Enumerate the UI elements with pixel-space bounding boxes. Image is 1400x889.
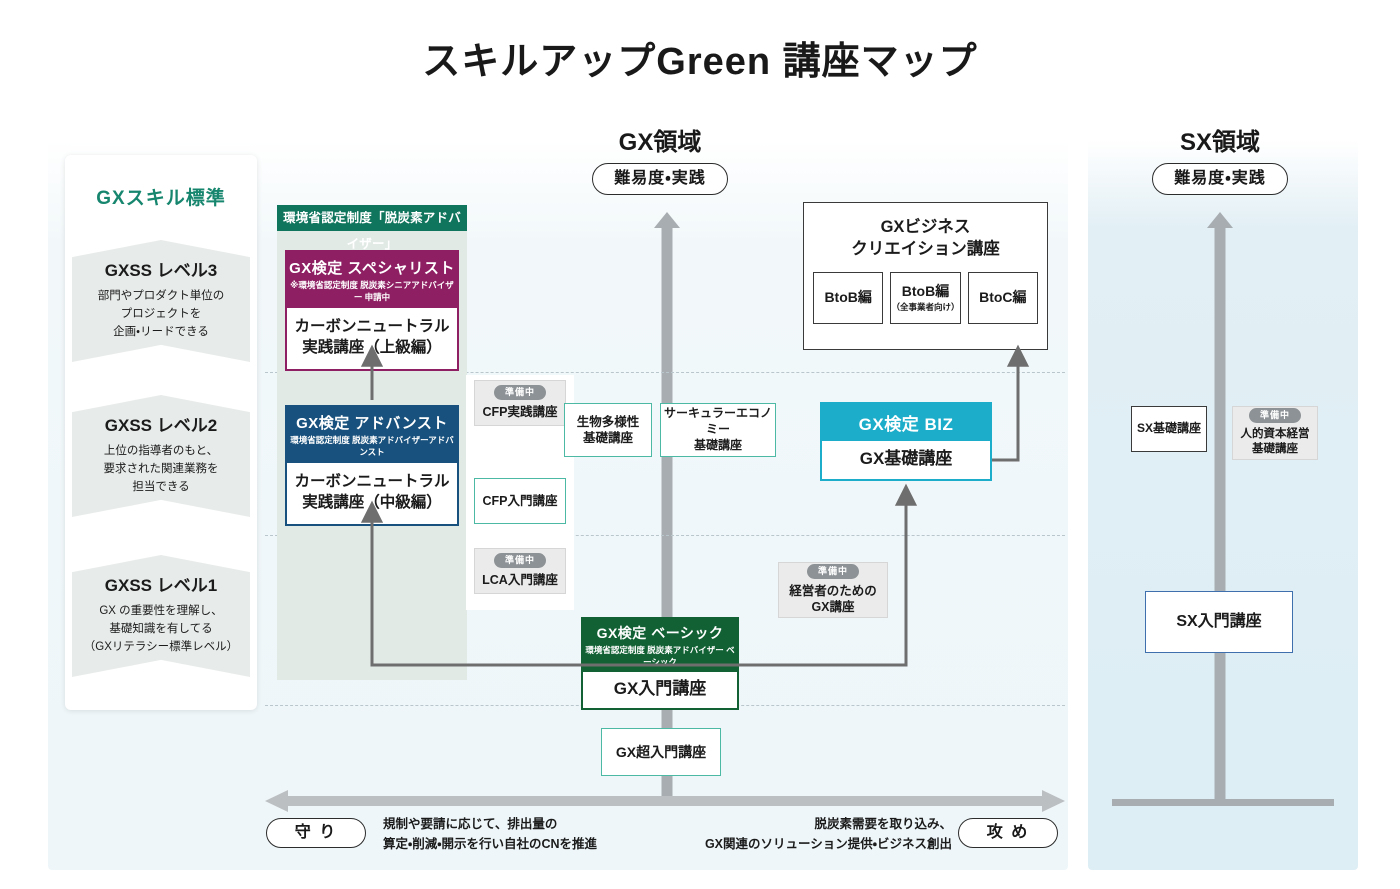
course-name: GX入門講座 xyxy=(583,672,737,708)
course-card-cn-advanced-middle[interactable]: GX検定 アドバンスト 環境省認定制度 脱炭素アドバイザーアドバンスト カーボン… xyxy=(285,405,459,526)
course-label: 人的資本経営基礎講座 xyxy=(1240,428,1310,456)
page-title: スキルアップGreen 講座マップ xyxy=(422,41,978,83)
axis-arrow-left-icon xyxy=(265,790,288,812)
axis-bar xyxy=(287,796,1043,806)
course-box-lca-intro[interactable]: 準備中 LCA入門講座 xyxy=(474,548,566,594)
course-label: CFP入門講座 xyxy=(482,493,558,508)
strategy-axis xyxy=(265,790,1065,812)
preparing-badge: 準備中 xyxy=(493,385,546,401)
course-box-gx-super-intro[interactable]: GX超入門講座 xyxy=(601,728,721,776)
moe-certification-band: 環境省認定制度「脱炭素アドバイザー」 xyxy=(277,205,467,251)
arrow-head-icon xyxy=(1207,212,1233,228)
exam-subnote: ※環境省認定制度 脱炭素シニアアドバイザー 申請中 xyxy=(290,280,454,302)
variant-sub: （全事業者向け） xyxy=(891,302,960,313)
course-title: GXビジネスクリエイション講座 xyxy=(851,218,1000,259)
chevron-shape-icon xyxy=(72,395,250,517)
course-box-sx-intro[interactable]: SX入門講座 xyxy=(1145,591,1293,653)
gx-difficulty-arrow xyxy=(654,212,680,804)
course-label: サーキュラーエコノミー基礎講座 xyxy=(663,406,772,452)
exam-label-advanced: GX検定 アドバンスト 環境省認定制度 脱炭素アドバイザーアドバンスト xyxy=(287,407,457,463)
arrow-shaft xyxy=(1214,225,1226,804)
variant-btoc[interactable]: BtoC編 xyxy=(967,271,1038,324)
skill-level-1-name: GXSS レベル1 xyxy=(104,576,218,595)
sx-difficulty-badge: 難易度・実践 xyxy=(1152,163,1288,195)
preparing-badge: 準備中 xyxy=(806,564,859,579)
skill-level-3-name: GXSS レベル3 xyxy=(104,261,218,280)
course-label: SX入門講座 xyxy=(1176,613,1262,631)
course-name: カーボンニュートラル実践講座（中級編） xyxy=(287,463,457,524)
sx-domain-header: SX領域 xyxy=(1179,129,1260,156)
variant-label: BtoC編 xyxy=(979,289,1027,306)
axis-note-defense: 規制や要請に応じて、排出量の算定・削減・開示を行い自社のCNを推進 xyxy=(383,817,598,851)
preparing-badge: 準備中 xyxy=(493,553,546,569)
course-label: LCA入門講座 xyxy=(482,573,558,588)
course-label: CFP実践講座 xyxy=(482,405,558,420)
exam-label-biz: GX検定 BIZ xyxy=(822,404,990,441)
level-divider-2-1 xyxy=(265,535,1065,536)
course-box-circular-economy[interactable]: サーキュラーエコノミー基礎講座 xyxy=(660,403,776,457)
gx-difficulty-badge: 難易度・実践 xyxy=(592,163,728,195)
axis-pill-offense: 攻 め xyxy=(958,818,1058,848)
sx-difficulty-arrow xyxy=(1207,212,1233,804)
variant-label: BtoB編 xyxy=(824,289,872,306)
sx-baseline xyxy=(1112,799,1334,806)
level-divider-3-2 xyxy=(265,372,1065,373)
course-box-sx-human-capital[interactable]: 準備中 人的資本経営基礎講座 xyxy=(1232,406,1318,460)
axis-arrow-right-icon xyxy=(1042,790,1065,812)
axis-note-offense: 脱炭素需要を取り込み、GX関連のソリューション提供・ビジネス創出 xyxy=(704,817,952,851)
preparing-badge: 準備中 xyxy=(1248,408,1301,424)
exam-name: GX検定 アドバンスト xyxy=(296,415,448,432)
course-card-gx-business-creation[interactable]: GXビジネスクリエイション講座 BtoB編 BtoB編 （全事業者向け） Bto… xyxy=(803,202,1048,350)
arrow-shaft xyxy=(661,225,673,804)
course-box-sx-basic[interactable]: SX基礎講座 xyxy=(1131,406,1207,452)
course-box-cfp-intro[interactable]: CFP入門講座 xyxy=(474,478,566,524)
skill-level-2-name: GXSS レベル2 xyxy=(104,416,218,435)
gx-skill-standard-title: GXスキル標準 xyxy=(96,188,226,209)
chevron-shape-icon xyxy=(72,555,250,677)
exam-label-specialist: GX検定 スペシャリスト ※環境省認定制度 脱炭素シニアアドバイザー 申請中 xyxy=(287,252,457,308)
skill-level-2: GXSS レベル2 上位の指導者のもと、要求された関連業務を担当できる xyxy=(72,395,250,517)
skill-level-3-desc: 部門やプロダクト単位のプロジェクトを企画・リードできる xyxy=(97,290,225,338)
skill-level-3: GXSS レベル3 部門やプロダクト単位のプロジェクトを企画・リードできる xyxy=(72,240,250,362)
exam-subnote: 環境省認定制度 脱炭素アドバイザー ベーシック xyxy=(585,645,735,667)
skill-level-1: GXSS レベル1 GX の重要性を理解し、基礎知識を有してる（GXリテラシー標… xyxy=(72,555,250,677)
arrow-head-icon xyxy=(654,212,680,228)
exam-name: GX検定 ベーシック xyxy=(596,625,724,641)
course-label: SX基礎講座 xyxy=(1136,421,1201,436)
variant-btob[interactable]: BtoB編 xyxy=(813,271,884,324)
course-variant-row: BtoB編 BtoB編 （全事業者向け） BtoC編 xyxy=(804,261,1047,324)
course-card-gx-intro[interactable]: GX検定 ベーシック 環境省認定制度 脱炭素アドバイザー ベーシック GX入門講… xyxy=(581,617,739,710)
course-label: 生物多様性基礎講座 xyxy=(576,414,640,446)
chevron-shape-icon xyxy=(72,240,250,362)
exam-label-basic: GX検定 ベーシック 環境省認定制度 脱炭素アドバイザー ベーシック xyxy=(583,619,737,672)
gx-domain-header: GX領域 xyxy=(618,129,702,156)
course-card-gx-basic[interactable]: GX検定 BIZ GX基礎講座 xyxy=(820,402,992,481)
variant-btob-all[interactable]: BtoB編 （全事業者向け） xyxy=(890,271,961,324)
course-label: GX超入門講座 xyxy=(615,743,707,760)
course-box-cfp-practice[interactable]: 準備中 CFP実践講座 xyxy=(474,380,566,426)
exam-name: GX検定 スペシャリスト xyxy=(289,260,455,277)
axis-pill-defense: 守 り xyxy=(266,818,366,848)
course-box-biodiversity[interactable]: 生物多様性基礎講座 xyxy=(564,403,652,457)
exam-name: GX検定 BIZ xyxy=(858,415,954,434)
skill-level-1-desc: GX の重要性を理解し、基礎知識を有してる（GXリテラシー標準レベル） xyxy=(83,605,239,653)
course-name: GX基礎講座 xyxy=(822,441,990,479)
exam-subnote: 環境省認定制度 脱炭素アドバイザーアドバンスト xyxy=(290,435,454,457)
skill-level-2-desc: 上位の指導者のもと、要求された関連業務を担当できる xyxy=(103,445,219,493)
variant-label: BtoB編 xyxy=(901,283,950,300)
